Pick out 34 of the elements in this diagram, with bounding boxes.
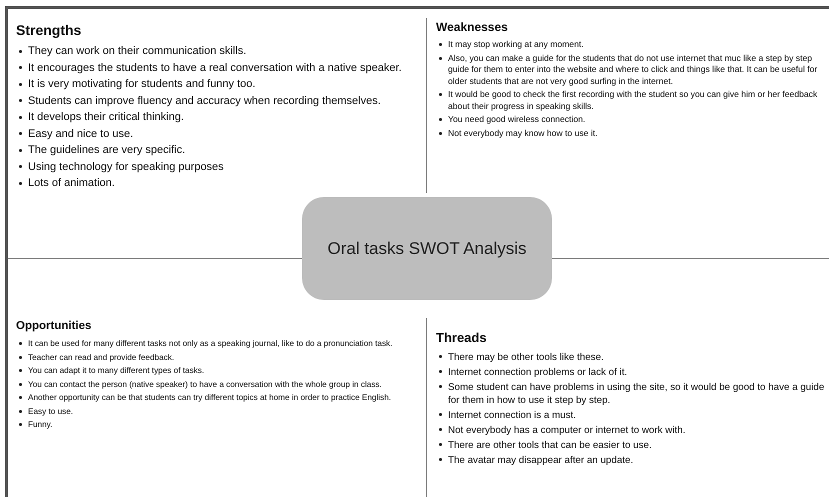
list-item: Students can improve fluency and accuracy when recording themselves. bbox=[28, 94, 381, 108]
list-item: Not everybody may know how to use it. bbox=[448, 128, 598, 139]
list-item: There may be other tools like these. bbox=[448, 350, 604, 364]
quadrant-heading: Opportunities bbox=[16, 319, 92, 334]
quadrant-heading: Threads bbox=[436, 329, 488, 347]
list-item: The guidelines are very specific. bbox=[28, 143, 186, 158]
list-item: The avatar may disappear after an update. bbox=[448, 454, 634, 466]
list-item: It would be good to check the first recording with the student so you can give him or her feedback about their progress in speaking skills. bbox=[448, 89, 818, 112]
list-item: Internet connection problems or lack of it. bbox=[448, 366, 628, 378]
list-item: It is very motivating for students and funny too. bbox=[28, 77, 256, 92]
list-item: Another opportunity can be that students can try different topics at home in order to practice English. bbox=[28, 392, 392, 404]
list-item: It develops their critical thinking. bbox=[28, 110, 184, 124]
list-item: It may stop working at any moment. bbox=[448, 39, 584, 50]
center-rounded-box bbox=[302, 197, 552, 300]
list-item: You need good wireless connection. bbox=[448, 114, 586, 126]
list-item: You can adapt it to many different types of tasks. bbox=[28, 365, 204, 377]
list-item: Easy and nice to use. bbox=[28, 126, 134, 141]
list-item: They can work on their communication skills. bbox=[28, 44, 246, 58]
list-item: There are other tools that can be easier to use. bbox=[448, 438, 652, 452]
list-item: It encourages the students to have a real conversation with a native speaker. bbox=[28, 60, 402, 75]
list-item: Lots of animation. bbox=[28, 176, 115, 190]
quadrant-heading: Weaknesses bbox=[436, 19, 509, 36]
quadrant-heading: Strengths bbox=[16, 21, 82, 40]
center-title: Oral tasks SWOT Analysis bbox=[327, 238, 526, 260]
list-item: Also, you can make a guide for the students that do not use internet that muc like a step by step guide for them to enter into the website and where to click and things like that. It can be useful for older students that are not very good surfing in the internet. bbox=[448, 52, 818, 87]
list-item: Some student can have problems in using the site, so it would be good to have a guide for them in how to use it step by step. bbox=[448, 380, 826, 406]
list-item: Funny. bbox=[28, 419, 52, 431]
list-item: Using technology for speaking purposes bbox=[28, 160, 224, 174]
list-item: Not everybody has a computer or internet to work with. bbox=[448, 424, 686, 436]
list-item: You can contact the person (native speaker) to have a conversation with the whole group in class. bbox=[28, 378, 382, 390]
list-item: Teacher can read and provide feedback. bbox=[28, 352, 174, 364]
list-item: It can be used for many different tasks not only as a speaking journal, like to do a pronunciation task. bbox=[28, 338, 392, 350]
list-item: Easy to use. bbox=[28, 406, 74, 418]
list-item: Internet connection is a must. bbox=[448, 408, 576, 422]
